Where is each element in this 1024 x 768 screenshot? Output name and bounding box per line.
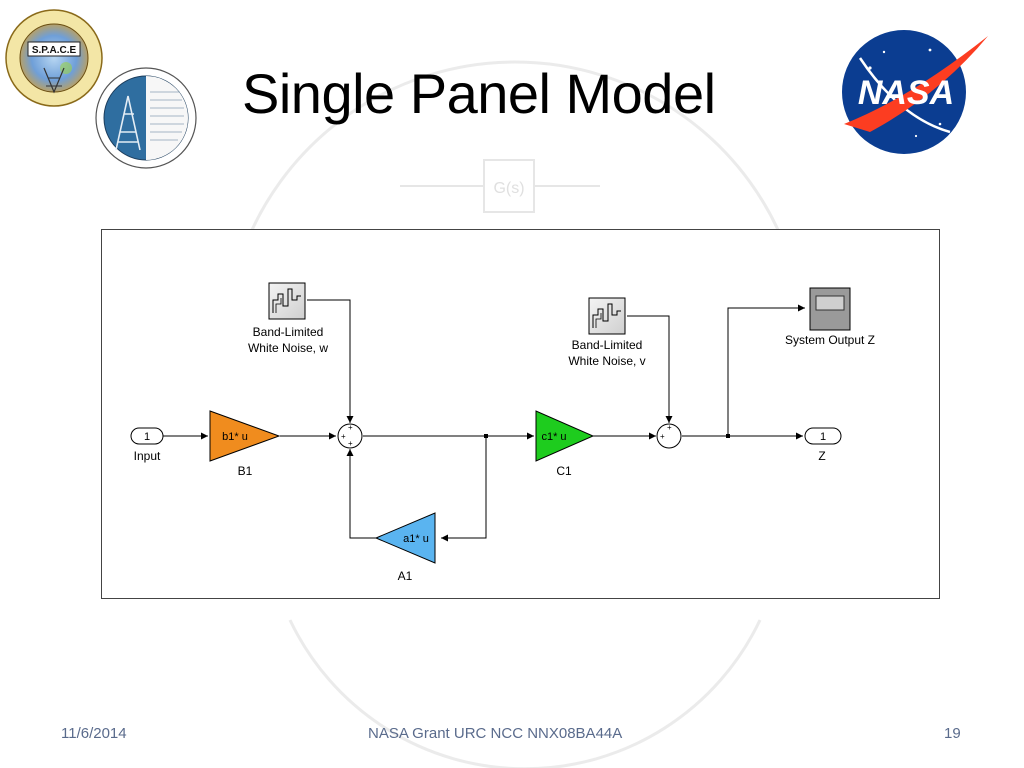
slide-title: Single Panel Model (242, 62, 716, 125)
branch-point-feedback (484, 434, 488, 438)
space-logo: S.P.A.C.E (5, 9, 103, 107)
sum1-block[interactable]: + + + (337, 423, 363, 449)
nasa-logo-text: NASA (858, 74, 954, 112)
outport-number: 1 (820, 431, 826, 443)
signal-lines (150, 299, 805, 542)
sum1-sign-bottom: + (348, 439, 353, 448)
space-badge-text: S.P.A.C.E (32, 45, 77, 56)
signal-a1-to-sum1 (346, 449, 377, 539)
gain-c1-triangle (535, 410, 595, 462)
watermark-gs-text: G(s) (493, 180, 524, 197)
nasa-logo: NASA (842, 30, 988, 154)
inport-number: 1 (144, 431, 150, 443)
noise-w-label-line1: Band-Limited (253, 325, 324, 339)
footer-grant: NASA Grant URC NCC NNX08BA44A (368, 725, 623, 742)
university-seal-logo (95, 67, 197, 169)
gain-c1-label: C1 (556, 464, 572, 478)
noise-w-block[interactable]: Band-Limited White Noise, w (248, 282, 328, 355)
watermark-transfer-block: G(s) (400, 159, 600, 213)
outport-label: Z (818, 449, 825, 463)
gain-a1-triangle (374, 512, 436, 564)
sum1-sign-left: + (341, 432, 346, 441)
noise-v-label-line2: White Noise, v (568, 354, 645, 368)
outport-block[interactable]: 1 Z (804, 427, 842, 463)
inport-label: Input (134, 449, 161, 463)
signal-branch-to-scope (727, 304, 805, 436)
signal-noise-w-to-sum1 (307, 299, 354, 423)
gain-a1-label: A1 (398, 569, 413, 583)
sum2-sign-left: + (660, 432, 665, 441)
gain-a1-block[interactable]: a1* u A1 (374, 512, 436, 583)
sum2-sign-top: + (667, 423, 672, 432)
sum2-block[interactable]: + + (656, 423, 682, 449)
noise-w-label-line2: White Noise, w (248, 341, 328, 355)
scope-block[interactable]: System Output Z (785, 287, 875, 347)
noise-v-block[interactable]: Band-Limited White Noise, v (568, 297, 646, 368)
gain-b1-expr: b1* u (222, 431, 248, 443)
branch-point-output (726, 434, 730, 438)
gain-c1-block[interactable]: c1* u C1 (535, 410, 595, 478)
gain-a1-expr: a1* u (403, 533, 429, 545)
gain-b1-block[interactable]: b1* u B1 (209, 410, 281, 478)
simulink-diagram: 1 Input b1* u B1 Band-Limited White Nois… (101, 229, 940, 599)
signal-noise-v-to-sum2 (627, 315, 673, 423)
sum1-sign-top: + (348, 423, 353, 432)
inport-block[interactable]: 1 Input (130, 427, 164, 463)
signal-feedback-to-a1 (441, 436, 487, 542)
gain-b1-label: B1 (238, 464, 253, 478)
page-number: 19 (944, 725, 961, 742)
scope-label: System Output Z (785, 333, 875, 347)
gain-b1-triangle (209, 410, 281, 462)
noise-v-label-line1: Band-Limited (572, 338, 643, 352)
footer-date: 11/6/2014 (61, 725, 127, 742)
gain-c1-expr: c1* u (541, 431, 566, 443)
